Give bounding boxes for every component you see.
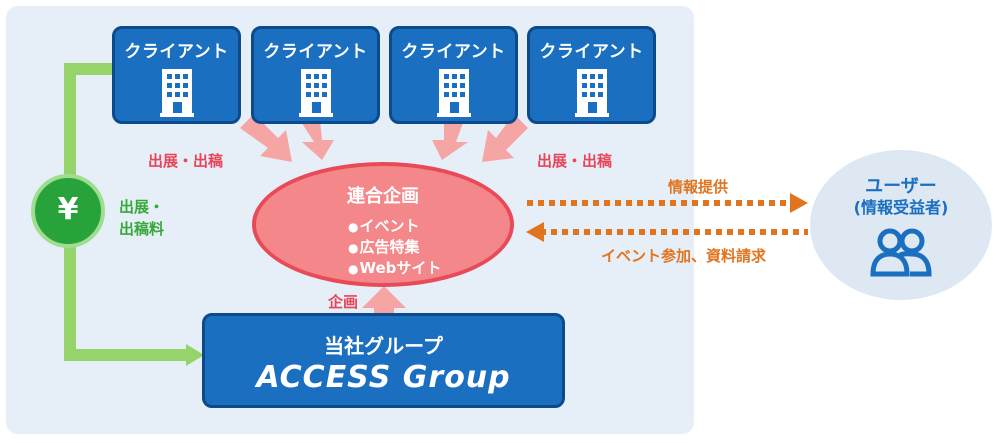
client-label: クライアント — [263, 42, 368, 62]
joint-project-title: 連合企画 — [347, 186, 419, 207]
client-box-4: クライアント — [527, 26, 656, 124]
yen-icon: ¥ — [31, 174, 105, 248]
exhibit-label-right: 出展・出稿 — [537, 152, 613, 170]
building-icon — [574, 69, 609, 117]
building-icon — [436, 69, 471, 117]
client-arrow-1 — [240, 114, 292, 162]
info-arrowhead — [790, 193, 808, 213]
user-title: ユーザー — [865, 176, 937, 197]
client-arrow-3 — [432, 120, 468, 160]
client-box-3: クライアント — [389, 26, 518, 124]
client-label: クライアント — [124, 42, 229, 62]
list-item: 広告特集 — [348, 237, 441, 258]
joint-project-list: イベント 広告特集 Webサイト — [348, 216, 441, 279]
client-arrow-2 — [300, 120, 334, 160]
client-box-1: クライアント — [112, 26, 241, 124]
company-group-label: 当社グループ — [324, 334, 443, 358]
building-icon — [159, 69, 194, 117]
user-subtitle: (情報受益者) — [853, 198, 949, 217]
plan-label: 企画 — [328, 293, 359, 311]
user-circle: ユーザー (情報受益者) — [810, 150, 992, 300]
fee-label-line2: 出稿料 — [119, 220, 165, 238]
company-group-box: 当社グループ ACCESS Group — [202, 313, 565, 408]
request-label: イベント参加、資料請求 — [601, 247, 767, 265]
joint-project-ellipse: 連合企画 イベント 広告特集 Webサイト — [252, 162, 514, 287]
client-arrow-4 — [482, 114, 528, 162]
plan-arrow — [362, 286, 406, 325]
access-group-logo: ACCESS Group — [256, 360, 511, 395]
list-item: Webサイト — [348, 258, 441, 279]
payment-flow-arrowhead — [186, 344, 204, 366]
request-arrowhead — [526, 222, 544, 242]
building-icon — [298, 69, 333, 117]
client-label: クライアント — [401, 42, 506, 62]
client-label: クライアント — [539, 42, 644, 62]
exhibit-label-left: 出展・出稿 — [148, 152, 224, 170]
client-arrows — [240, 114, 528, 162]
fee-label-line1: 出展・ — [119, 198, 165, 216]
users-icon — [870, 228, 932, 277]
info-label: 情報提供 — [668, 178, 729, 196]
client-box-2: クライアント — [251, 26, 380, 124]
list-item: イベント — [348, 216, 441, 237]
